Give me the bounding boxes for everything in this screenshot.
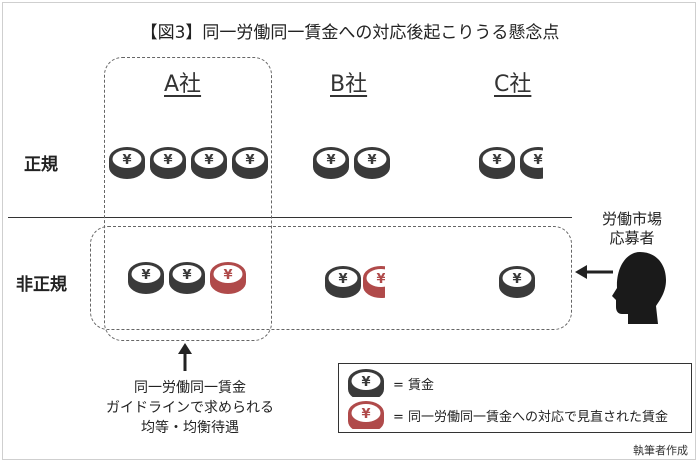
wage-coin-icon: ¥ <box>499 266 535 298</box>
wage-coin-icon: ¥ <box>191 147 227 179</box>
svg-text:¥: ¥ <box>122 153 131 168</box>
company-a-non-regular-coins: ¥ ¥ ¥ <box>128 262 246 294</box>
wage-coin-icon: ¥ <box>479 147 515 179</box>
wage-coin-icon: ¥ <box>128 262 164 294</box>
wage-coin-icon: ¥ <box>169 262 205 294</box>
svg-text:¥: ¥ <box>223 268 232 283</box>
svg-text:¥: ¥ <box>182 268 191 283</box>
svg-text:¥: ¥ <box>361 407 370 422</box>
svg-text:¥: ¥ <box>367 153 376 168</box>
company-a-label: A社 <box>164 72 202 97</box>
legend-row-wage: ¥ = 賃金 <box>347 369 435 397</box>
legend-row-revised: ¥ = 同一労働同一賃金への対応で見直された賃金 <box>347 401 669 429</box>
company-b-non-regular-coins: ¥ ¥ <box>325 266 385 298</box>
svg-text:¥: ¥ <box>141 268 150 283</box>
revised-wage-coin-icon: ¥ <box>348 401 384 429</box>
company-b-label: B社 <box>330 72 368 97</box>
legend-coins: ¥ <box>348 369 384 397</box>
wage-coin-icon: ¥ <box>520 147 543 179</box>
row-label-non-regular: 非正規 <box>16 275 67 295</box>
company-a-dashed-outline <box>104 57 272 341</box>
svg-text:¥: ¥ <box>376 272 385 287</box>
company-c-non-regular-coins: ¥ <box>499 266 535 298</box>
credit-text: 執筆者作成 <box>633 444 688 457</box>
labor-market-label: 労働市場 応募者 <box>601 210 662 247</box>
svg-text:¥: ¥ <box>512 272 521 287</box>
applicant-head-icon <box>612 252 666 324</box>
wage-coin-icon: ¥ <box>325 266 361 298</box>
svg-text:¥: ¥ <box>163 153 172 168</box>
legend-coins: ¥ <box>348 401 384 429</box>
svg-text:¥: ¥ <box>245 153 254 168</box>
svg-text:¥: ¥ <box>204 153 213 168</box>
wage-coin-icon: ¥ <box>348 369 384 397</box>
revised-wage-coin-icon: ¥ <box>363 266 385 298</box>
legend-wage-label: = 賃金 <box>393 377 435 393</box>
figure-frame <box>2 2 696 460</box>
guideline-note: 同一労働同一賃金 ガイドラインで求められる 均等・均衡待遇 <box>106 380 274 436</box>
row-divider <box>8 217 572 218</box>
legend: ¥ = 賃金 ¥ = 同一労働同一賃金への対応で見直された賃金 <box>338 363 692 433</box>
wage-coin-icon: ¥ <box>313 147 349 179</box>
company-c-label: C社 <box>494 72 532 97</box>
wage-coin-icon: ¥ <box>150 147 186 179</box>
svg-text:¥: ¥ <box>492 153 501 168</box>
non-regular-dashed-outline <box>90 226 572 330</box>
svg-text:¥: ¥ <box>338 272 347 287</box>
wage-coin-icon: ¥ <box>109 147 145 179</box>
company-c-regular-coins: ¥ ¥ <box>479 147 543 179</box>
svg-text:¥: ¥ <box>326 153 335 168</box>
wage-coin-icon: ¥ <box>232 147 268 179</box>
svg-text:¥: ¥ <box>361 375 370 390</box>
arrow-up-icon <box>178 343 192 371</box>
wage-coin-icon: ¥ <box>354 147 390 179</box>
legend-revised-label: = 同一労働同一賃金への対応で見直された賃金 <box>393 409 669 425</box>
company-b-regular-coins: ¥ ¥ <box>313 147 390 179</box>
revised-wage-coin-icon: ¥ <box>210 262 246 294</box>
arrow-left-icon <box>575 265 613 279</box>
row-label-regular: 正規 <box>24 155 58 175</box>
company-a-regular-coins: ¥ ¥ ¥ ¥ <box>109 147 268 179</box>
figure-title: 【図3】同一労働同一賃金への対応後起こりうる懸念点 <box>140 23 560 43</box>
svg-text:¥: ¥ <box>533 153 542 168</box>
